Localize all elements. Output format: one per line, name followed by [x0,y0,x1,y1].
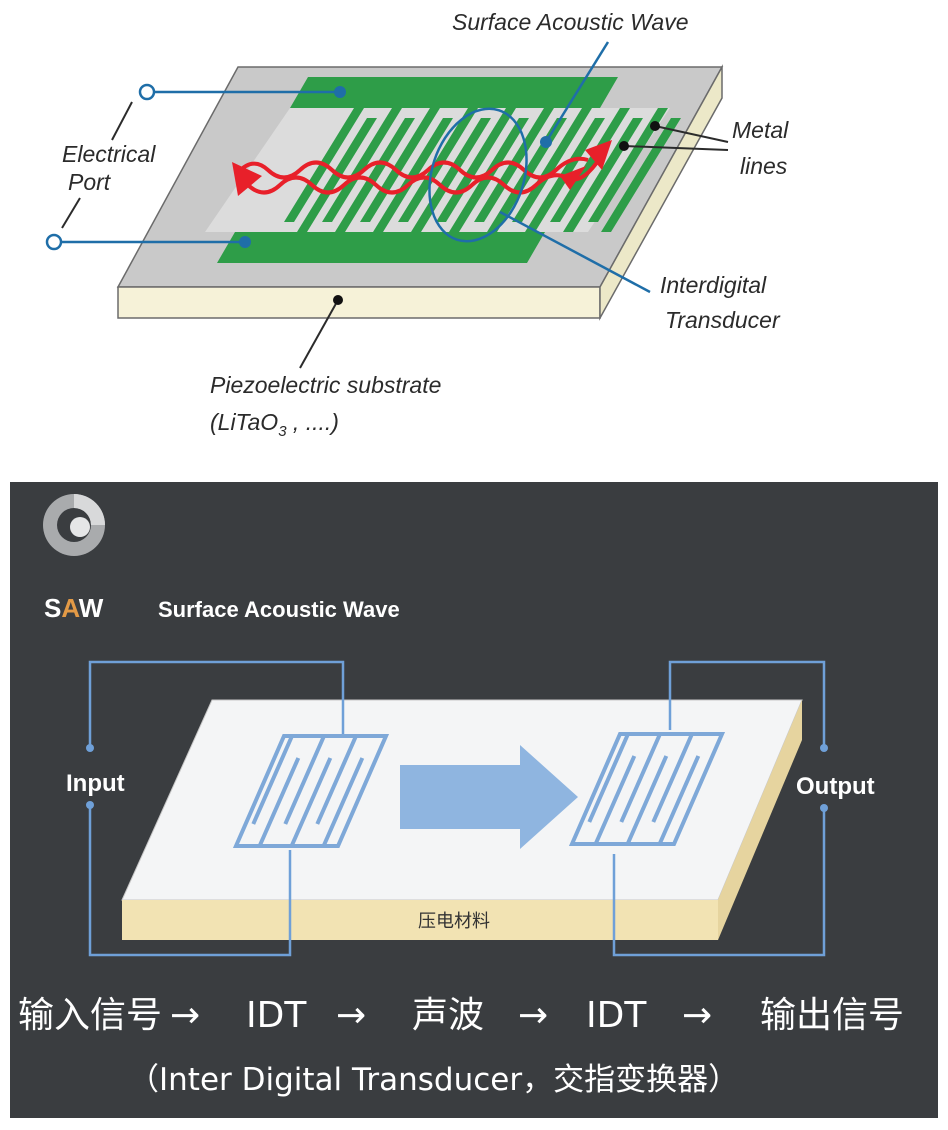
idt-finger [593,755,637,845]
electrode-finger [373,118,453,232]
electrode-finger [588,108,668,222]
idt-ellipse [428,107,528,243]
label-metal: Metal [732,117,789,143]
flow-idt-2: IDT [586,995,647,1036]
saw-logo [43,494,105,556]
electrode-finger [322,108,402,222]
callout-lines [299,41,729,369]
idt-finger [619,733,662,823]
idt-finger [625,755,669,845]
top-diagram: Surface Acoustic Wave Electrical Port Me… [0,0,948,470]
wave-arrow-left [232,162,262,196]
flow-arrow-4: → [682,995,712,1036]
idt-finger [651,733,694,823]
idt-frame [568,732,726,846]
flow-arrow-2: → [336,995,366,1036]
board-side-face [718,700,802,940]
bottom-slide: SAW Surface Acoustic Wave 压电材料 Input Out… [10,482,938,1118]
label-lines: lines [740,153,788,179]
flow-input-signal: 输入信号 [18,995,162,1036]
wave-arrow-right [585,140,612,170]
top-bus-bar [290,77,618,108]
substrate-label: 压电材料 [418,911,490,932]
label-transducer: Transducer [665,307,781,333]
flow-output-signal: 输出信号 [760,995,904,1036]
label-port: Port [68,169,112,195]
substrate-front-face [117,286,601,319]
substrate-side-face [599,64,723,321]
electrical-port-wires [45,83,346,251]
idt-left [232,734,390,848]
port-terminal-upper [138,83,156,101]
idt-finger [587,733,630,823]
electrode-finger [550,108,630,222]
idt-finger [289,757,333,847]
wave-arrow-mid [560,166,586,190]
idt-finger [251,735,294,825]
wave-lower [246,148,607,195]
flow-arrow-3: → [518,995,548,1036]
output-label: Output [796,773,875,800]
input-label: Input [66,770,125,797]
bottom-bus-bar [217,232,545,263]
footnote: （Inter Digital Transducer，交指变换器） [128,1062,739,1098]
idt-finger [321,757,365,847]
board-front-face [122,900,718,940]
label-electrical: Electrical [62,141,156,167]
idt-right [568,732,726,846]
wire-terminals [86,744,828,812]
electrode-finger [360,108,440,222]
flow-sound-wave: 声波 [412,995,484,1036]
port-terminal-lower [45,233,63,251]
flow-arrow-1: → [170,995,200,1036]
idt-finger [657,755,701,845]
label-substrate-material: (LiTaO3 , ....) [210,409,339,440]
idt-frame [232,734,390,848]
saw-title: SAW [44,593,104,623]
wave-direction-arrow [400,745,578,849]
electrode-finger [512,108,592,222]
electrode-finger [335,118,415,232]
label-surface-acoustic-wave: Surface Acoustic Wave [452,9,689,35]
saw-subtitle: Surface Acoustic Wave [158,597,400,622]
idt-finger [283,735,326,825]
label-interdigital: Interdigital [660,272,767,298]
signal-flow: 输入信号 → IDT → 声波 → IDT → 输出信号 [18,995,904,1036]
label-piezoelectric-substrate: Piezoelectric substrate [210,372,441,398]
idt-finger [257,757,301,847]
flow-idt-1: IDT [246,995,307,1036]
idt-finger [315,735,358,825]
io-wires [88,660,826,957]
